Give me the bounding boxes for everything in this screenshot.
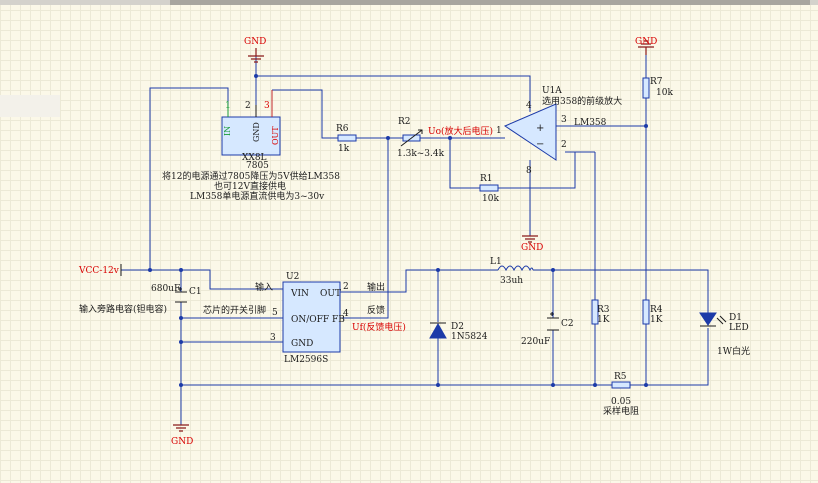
svg-text:LM358单电源直流供电为3~30v: LM358单电源直流供电为3~30v: [190, 190, 325, 202]
svg-text:VIN: VIN: [290, 289, 309, 299]
svg-text:4: 4: [526, 101, 532, 111]
svg-text:10k: 10k: [656, 88, 673, 98]
svg-text:1.3k~3.4k: 1.3k~3.4k: [397, 149, 445, 159]
svg-text:U2: U2: [286, 272, 299, 282]
resistor-r1[interactable]: R1 10k: [479, 174, 499, 204]
svg-text:C1: C1: [189, 287, 202, 297]
gnd-symbol-top-left: GND: [244, 37, 266, 63]
horizontal-scrollbar[interactable]: [0, 0, 818, 5]
svg-text:R4: R4: [650, 305, 663, 315]
wires: [121, 55, 709, 425]
capacitor-c2[interactable]: C2 220uF: [521, 312, 574, 347]
resistor-r7[interactable]: R7 10k: [642, 77, 673, 99]
svg-text:2: 2: [343, 282, 349, 292]
svg-text:LM2596S: LM2596S: [284, 355, 328, 365]
svg-text:R1: R1: [480, 174, 493, 184]
resistor-r3[interactable]: R3 1K: [591, 299, 610, 325]
svg-text:C2: C2: [561, 319, 574, 329]
svg-text:GND: GND: [521, 243, 543, 253]
regulator-u2[interactable]: U2 VIN OUT ON/OFF FB GND LM2596S 5 3 2 4…: [270, 272, 406, 365]
svg-text:R3: R3: [597, 305, 610, 315]
svg-text:VCC-12v: VCC-12v: [78, 266, 120, 276]
svg-text:也可12V直接供电: 也可12V直接供电: [214, 180, 286, 192]
vcc-port: VCC-12v: [78, 264, 122, 276]
svg-text:1: 1: [496, 126, 502, 136]
c1-note: 输入旁路电容(钽电容): [79, 303, 167, 315]
svg-text:XX8L: XX8L: [242, 153, 267, 163]
svg-text:GND: GND: [244, 37, 266, 47]
svg-text:1K: 1K: [597, 315, 610, 325]
label-output: 输出: [367, 281, 385, 293]
svg-text:LED: LED: [729, 323, 749, 333]
diode-d2[interactable]: D2 1N5824: [429, 322, 488, 342]
svg-text:ON/OFF FB: ON/OFF FB: [291, 315, 345, 325]
svg-text:R6: R6: [336, 124, 349, 134]
svg-text:LM358: LM358: [574, 118, 607, 128]
label-feedback: 反馈: [367, 304, 385, 316]
svg-text:GND: GND: [635, 37, 657, 47]
svg-text:10k: 10k: [482, 194, 499, 204]
svg-text:220uF: 220uF: [521, 337, 550, 347]
svg-text:1k: 1k: [338, 144, 350, 154]
svg-text:33uh: 33uh: [500, 276, 523, 286]
svg-text:2: 2: [561, 140, 567, 150]
svg-text:R7: R7: [650, 77, 663, 87]
svg-text:680uF: 680uF: [151, 284, 180, 294]
svg-text:7805: 7805: [246, 161, 269, 171]
label-input: 输入: [255, 281, 273, 293]
svg-text:1N5824: 1N5824: [451, 332, 488, 342]
svg-text:3: 3: [270, 333, 276, 343]
svg-text:−: −: [536, 139, 544, 150]
gnd-symbol-bottom: GND: [171, 424, 193, 447]
svg-text:2: 2: [245, 101, 251, 111]
label-enable-pin: 芯片的开关引脚: [203, 304, 266, 316]
svg-text:GND: GND: [252, 122, 261, 142]
svg-text:采样电阻: 采样电阻: [603, 405, 639, 417]
svg-text:IN: IN: [223, 126, 232, 136]
resistor-r5[interactable]: R5 0.05 采样电阻: [603, 372, 639, 417]
svg-text:R5: R5: [614, 372, 627, 382]
svg-text:1W白光: 1W白光: [717, 345, 750, 357]
svg-text:5: 5: [272, 308, 278, 318]
svg-text:1: 1: [225, 101, 231, 111]
resistor-r4[interactable]: R4 1K: [642, 299, 663, 325]
svg-text:L1: L1: [490, 257, 502, 267]
resistor-r6[interactable]: R6 1k: [336, 124, 357, 154]
svg-text:3: 3: [561, 115, 567, 125]
opamp-u1a[interactable]: + − 4 8 1 3 2 U1A 选用358的前级放大 LM358: [496, 86, 622, 176]
svg-text:Uf(反馈电压): Uf(反馈电压): [352, 321, 406, 333]
potentiometer-r2[interactable]: R2 1.3k~3.4k: [397, 117, 445, 159]
svg-text:8: 8: [526, 166, 532, 176]
gnd-symbol-top-right: GND: [635, 37, 657, 55]
capacitor-c1[interactable]: C1 680uF: [151, 284, 202, 303]
xx8l-notes: 将12的电源通过7805降压为5V供给LM358 也可12V直接供电 LM358…: [162, 170, 340, 202]
svg-text:选用358的前级放大: 选用358的前级放大: [542, 95, 622, 107]
uo-label: Uo(放大后电压): [428, 125, 493, 137]
scrollbar-thumb[interactable]: [170, 0, 810, 5]
xx8l-regulator[interactable]: 1 2 3 IN GND OUT XX8L 7805: [221, 90, 281, 171]
svg-text:4: 4: [343, 309, 349, 319]
svg-text:D2: D2: [451, 322, 464, 332]
svg-text:0.05: 0.05: [611, 397, 631, 407]
svg-text:D1: D1: [729, 313, 742, 323]
junctions: [148, 74, 648, 387]
svg-text:+: +: [536, 123, 544, 134]
led-d1[interactable]: D1 LED 1W白光: [699, 312, 750, 357]
svg-text:U1A: U1A: [542, 86, 562, 96]
svg-text:3: 3: [264, 101, 270, 111]
svg-text:GND: GND: [171, 437, 193, 447]
svg-text:OUT: OUT: [320, 289, 341, 299]
gnd-symbol-u1a: GND: [521, 235, 543, 253]
inductor-l1[interactable]: L1 33uh: [490, 257, 534, 286]
svg-text:将12的电源通过7805降压为5V供给LM358: 将12的电源通过7805降压为5V供给LM358: [162, 170, 340, 182]
svg-text:GND: GND: [291, 339, 313, 349]
svg-text:1K: 1K: [650, 315, 663, 325]
side-panel-stub: [0, 95, 60, 117]
svg-text:OUT: OUT: [271, 126, 280, 145]
svg-text:R2: R2: [398, 117, 411, 127]
